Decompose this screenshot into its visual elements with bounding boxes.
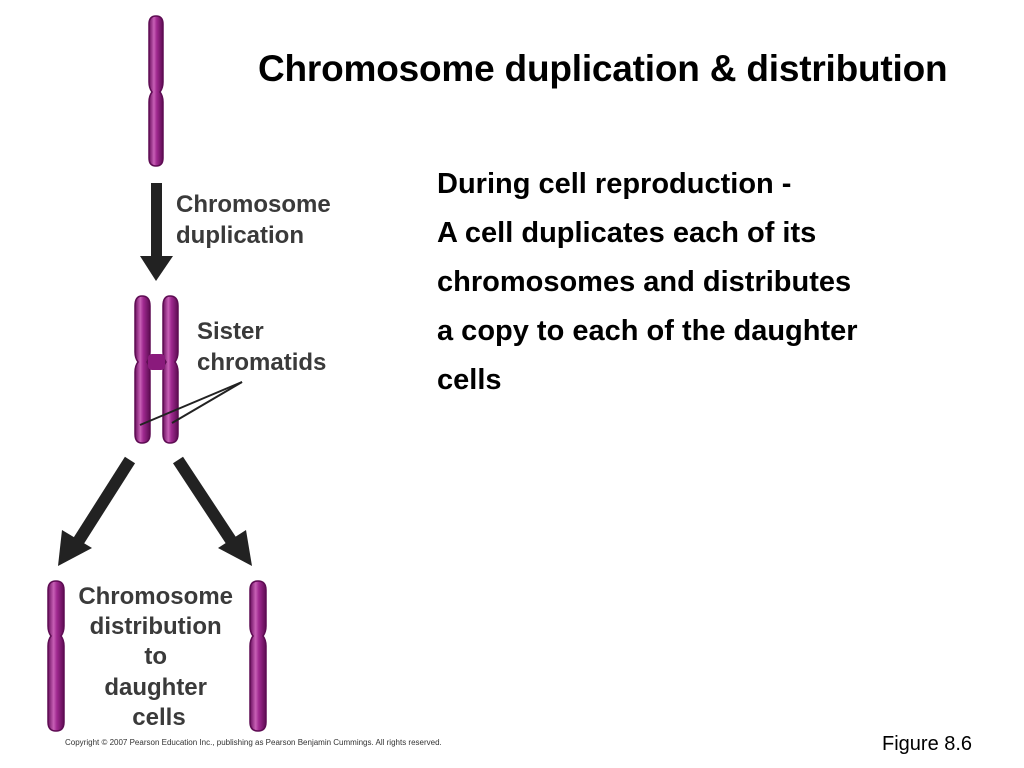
body-line: During cell reproduction -: [437, 168, 792, 200]
distribution-arrow-left: [58, 456, 136, 566]
sister-pointer-lines: [139, 381, 243, 426]
body-line: a copy to each of the daughter: [437, 315, 858, 347]
body-line: A cell duplicates each of its: [437, 217, 817, 249]
distribution-arrow-right: [172, 456, 252, 566]
daughter-chromosome-right: [249, 580, 267, 732]
daughter-chromosome-left: [47, 580, 65, 732]
duplication-arrow: [140, 183, 173, 281]
body-line: chromosomes and distributes: [437, 266, 852, 298]
duplication-label: Chromosome duplication: [176, 191, 337, 249]
sister-chromatids: [134, 295, 179, 444]
distribution-label: Chromosome distribution to daughter cell…: [78, 583, 239, 731]
copyright-notice: Copyright © 2007 Pearson Education Inc.,…: [65, 738, 442, 747]
sister-chromatids-label: Sister chromatids: [197, 318, 326, 376]
figure-label: Figure 8.6: [882, 733, 973, 755]
page-title: Chromosome duplication & distribution: [258, 48, 948, 89]
body-line: cells: [437, 364, 502, 396]
single-chromosome: [148, 15, 164, 167]
body-text: During cell reproduction - A cell duplic…: [437, 160, 997, 405]
